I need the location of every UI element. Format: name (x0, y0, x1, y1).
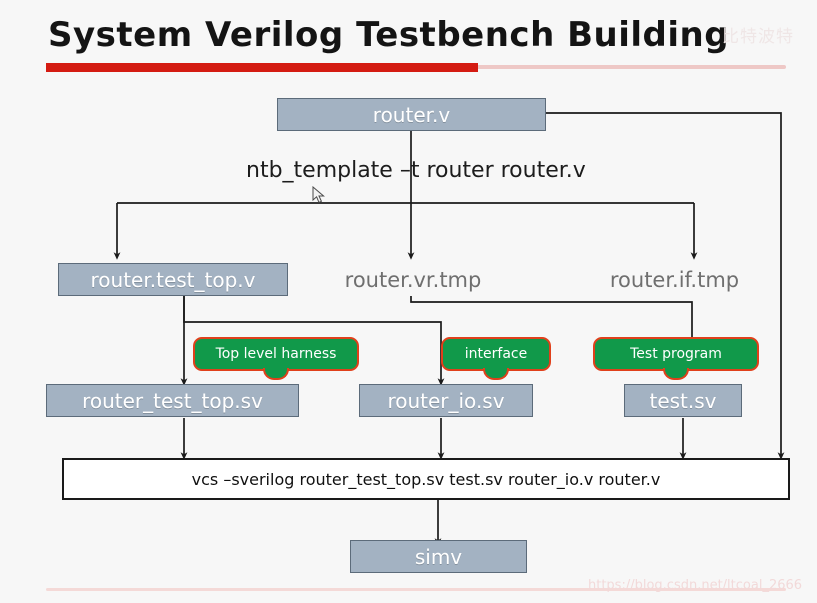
text-router-vr-tmp: router.vr.tmp (333, 263, 493, 296)
callout-top-level-harness[interactable]: Top level harness (193, 337, 359, 380)
box-router-v-label: router.v (372, 102, 451, 127)
box-vcs-command[interactable]: vcs –sverilog router_test_top.sv test.sv… (62, 458, 790, 500)
mouse-cursor-icon (312, 186, 325, 204)
callout-test-program-label: Test program (630, 346, 722, 362)
box-router-test-top-sv-label: router_test_top.sv (82, 388, 263, 413)
box-router-io-sv[interactable]: router_io.sv (359, 384, 533, 417)
box-router-v[interactable]: router.v (277, 98, 546, 131)
box-router-test-top-v-label: router.test_top.v (90, 267, 256, 292)
text-router-if-tmp: router.if.tmp (597, 263, 752, 296)
footer-rule (46, 588, 786, 591)
box-vcs-command-label: vcs –sverilog router_test_top.sv test.sv… (191, 469, 661, 489)
callout-top-level-harness-label: Top level harness (215, 346, 337, 362)
box-test-sv[interactable]: test.sv (624, 384, 742, 417)
watermark-top-right: 比特波特 (722, 27, 794, 47)
title-underline-accent (46, 63, 478, 72)
callout-tail (263, 368, 289, 380)
box-simv-label: simv (414, 544, 463, 569)
watermark-bottom-right: https://blog.csdn.net/ltcoal_2666 (588, 578, 803, 593)
page-title: System Verilog Testbench Building (48, 15, 730, 55)
callout-interface[interactable]: interface (441, 337, 551, 380)
callout-test-program[interactable]: Test program (593, 337, 759, 380)
text-router-if-tmp-label: router.if.tmp (609, 267, 740, 292)
command-ntb-template: ntb_template –t router router.v (246, 158, 586, 183)
box-router-test-top-v[interactable]: router.test_top.v (58, 263, 288, 296)
text-router-vr-tmp-label: router.vr.tmp (344, 267, 482, 292)
box-test-sv-label: test.sv (649, 388, 717, 413)
box-simv[interactable]: simv (350, 540, 527, 573)
box-router-test-top-sv[interactable]: router_test_top.sv (46, 384, 299, 417)
callout-tail (483, 368, 509, 380)
box-router-io-sv-label: router_io.sv (387, 388, 505, 413)
callout-interface-label: interface (464, 346, 528, 362)
callout-tail (663, 368, 689, 380)
